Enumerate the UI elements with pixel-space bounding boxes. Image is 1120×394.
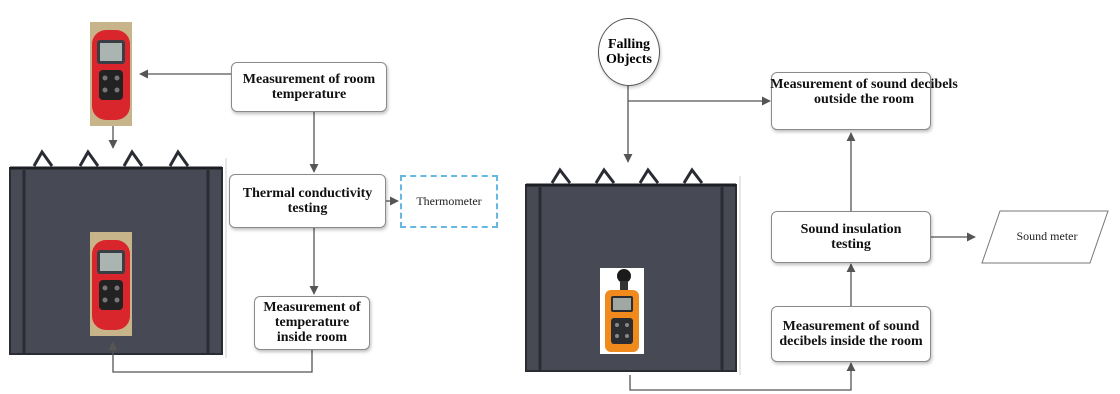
sound-insulation-label: Sound insulation testing	[800, 222, 902, 252]
sound-meter-label: Sound meter	[1016, 229, 1078, 243]
sound-meter-text: Sound meter	[1002, 229, 1092, 244]
inside-temperature-label: Measurement of temperature inside room	[263, 300, 361, 345]
thermal-conductivity-box: Thermal conductivity testing	[229, 174, 386, 228]
room-temperature-box: Measurement of room temperature	[231, 62, 387, 112]
inside-temperature-box: Measurement of temperature inside room	[254, 296, 370, 350]
thermal-conductivity-label: Thermal conductivity testing	[242, 186, 373, 216]
left-connectors	[108, 69, 399, 373]
inside-decibels-label: Measurement of sound decibels inside the…	[779, 319, 923, 349]
outside-decibels-label: Measurement of sound decibels outside th…	[770, 77, 958, 107]
room-temperature-label: Measurement of room temperature	[242, 72, 376, 102]
thermometer-label: Thermometer	[416, 194, 482, 208]
sound-meter-device-icon	[600, 268, 644, 354]
outside-decibels-box: Measurement of sound decibels outside th…	[770, 72, 958, 130]
sound-insulation-box: Sound insulation testing	[771, 211, 931, 263]
sound-meter-parallelogram	[981, 210, 1109, 264]
right-connectors	[623, 86, 976, 391]
falling-objects-circle: Falling Objects	[598, 18, 660, 86]
falling-objects-label: Falling Objects	[606, 37, 652, 67]
inside-decibels-box: Measurement of sound decibels inside the…	[771, 306, 931, 362]
thermometer-device-icon	[90, 232, 132, 336]
thermometer-device-icon	[90, 22, 132, 126]
thermometer-box: Thermometer	[400, 175, 498, 228]
